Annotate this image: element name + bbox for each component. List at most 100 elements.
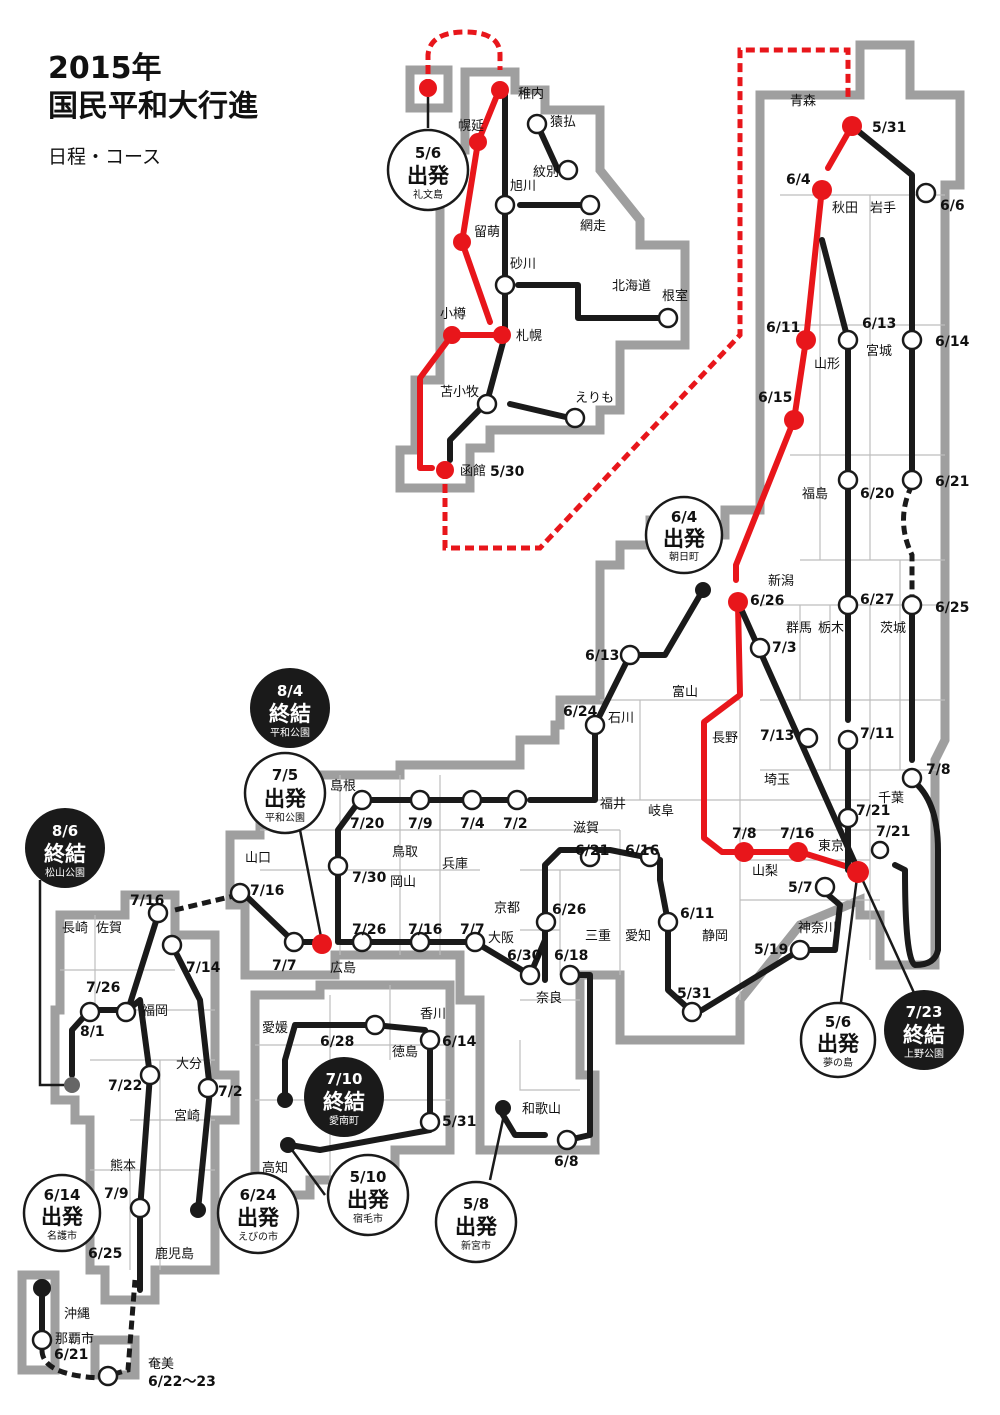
station-nagasaki: [79, 1001, 101, 1023]
station-akita: [812, 180, 832, 200]
label-amami: 奄美: [148, 1357, 174, 1372]
station-yamanashi2: [788, 842, 808, 862]
station-hyogo: [461, 789, 483, 811]
station-ainan: [277, 1092, 293, 1108]
date-hiroshima: 7/26: [352, 922, 386, 938]
route-tohoku-black1: [849, 123, 915, 483]
date-tokyo: 7/21: [856, 803, 890, 819]
station-osaka: [519, 964, 541, 986]
station-gunma: [749, 637, 771, 659]
station-tomakomai: [476, 393, 498, 415]
route-aichi-mie: [542, 847, 693, 1013]
label-fukui: 福井: [600, 797, 626, 812]
circle-nago: 6/14 出発 名護市: [22, 1173, 102, 1253]
station-iwate: [915, 182, 937, 204]
label-okinawa: 沖縄: [64, 1307, 90, 1322]
date-shizuoka: 5/19: [754, 942, 788, 958]
svg-text:出発: 出発: [817, 1032, 860, 1056]
label-kagoshima: 鹿児島: [155, 1246, 194, 1262]
date-yamagata: 6/11: [766, 320, 800, 336]
label-abashiri: 網走: [580, 219, 606, 234]
date-saitama: 7/13: [760, 728, 794, 744]
station-mie: [657, 911, 679, 933]
label-sunagawa: 砂川: [510, 257, 536, 272]
date-gifu: 6/16: [625, 843, 659, 859]
land-kyushu: [50, 890, 240, 1305]
station-chiba: [870, 840, 890, 860]
station-yamagata2: [784, 410, 804, 430]
date-miyazaki: 7/2: [218, 1084, 243, 1100]
date-iwate5: 7/8: [926, 762, 951, 778]
station-sarufutsu: [526, 113, 548, 135]
circle-heiwa-start: 7/5 出発 平和公園: [243, 751, 327, 835]
station-hiroshima3: [464, 931, 486, 953]
label-shimane: 島根: [330, 779, 356, 794]
label-gifu: 岐阜: [648, 803, 674, 819]
label-toyama: 富山: [672, 684, 698, 700]
label-asahikawa: 旭川: [510, 179, 536, 194]
station-fukushima: [837, 469, 859, 491]
circle-ainan: 7/10 終結 愛南町: [304, 1057, 384, 1137]
label-erimo: えりも: [575, 391, 614, 406]
station-kanagawa: [814, 876, 836, 898]
station-saitama: [797, 727, 819, 749]
date-toyama: 6/13: [585, 648, 619, 664]
station-iwate3: [901, 469, 923, 491]
label-aomori: 青森: [790, 94, 816, 109]
station-nago: [33, 1279, 51, 1297]
svg-text:出発: 出発: [41, 1205, 84, 1229]
label-yamanashi: 山梨: [752, 864, 778, 879]
label-ibaraki: 茨城: [880, 621, 906, 636]
date-fukui: 7/2: [503, 816, 528, 832]
label-tochigi: 栃木: [818, 621, 844, 636]
label-tokushima: 徳島: [392, 1045, 418, 1060]
station-asahikawa: [494, 194, 516, 216]
route-kyushu-east: [169, 942, 213, 1213]
station-toyama: [619, 644, 641, 666]
place-labels: 稚内 幌延 猿払 紋別 旭川 網走 留萌 砂川 北海道 根室 小樽 札幌 苫小牧…: [55, 86, 906, 1372]
station-hakodate: [436, 461, 454, 479]
svg-text:名護市: 名護市: [47, 1229, 77, 1242]
svg-text:終結: 終結: [269, 702, 311, 726]
date-iwate4: 6/25: [935, 600, 969, 616]
station-hiroshima2: [409, 931, 431, 953]
date-shikoku-kg: 6/28: [320, 1034, 354, 1050]
station-sukumo: [280, 1137, 296, 1153]
label-chiba: 千葉: [878, 791, 904, 806]
date-shikoku-ko: 5/31: [442, 1114, 476, 1130]
station-fukuoka: [115, 1001, 137, 1023]
svg-text:出発: 出発: [663, 527, 706, 551]
date-kagoshima: 7/9: [104, 1186, 129, 1202]
circle-ueno: 7/23 終結 上野公園: [884, 990, 964, 1070]
station-matsuyama: [64, 1077, 80, 1093]
station-yamanashi: [734, 842, 754, 862]
label-kyoto: 京都: [494, 901, 520, 916]
date-oita: 7/14: [186, 960, 221, 976]
date-niigata: 6/26: [750, 593, 784, 609]
station-naha: [31, 1329, 53, 1351]
date-okinawa: 6/21: [54, 1347, 88, 1363]
date-kanagawa: 5/7: [788, 880, 813, 896]
date-fukushima: 6/20: [860, 486, 895, 502]
svg-text:7/5: 7/5: [272, 766, 298, 784]
station-sunagawa: [494, 274, 516, 296]
station-tottori: [409, 789, 431, 811]
date-chiba: 7/21: [876, 824, 910, 840]
svg-text:夢の島: 夢の島: [823, 1056, 853, 1069]
station-nara: [559, 964, 581, 986]
label-iwate: 岩手: [870, 201, 896, 216]
station-shingu: [495, 1100, 511, 1116]
label-nara: 奈良: [536, 990, 562, 1006]
svg-text:出発: 出発: [347, 1188, 390, 1212]
route-shikoku: [282, 1022, 433, 1153]
station-monbetsu: [557, 159, 579, 181]
svg-text:愛南町: 愛南町: [329, 1114, 359, 1127]
circle-yumenoshima: 5/6 出発 夢の島: [799, 1001, 877, 1079]
label-nagasaki: 長崎: [62, 921, 88, 936]
label-kumamoto: 熊本: [110, 1158, 136, 1174]
svg-text:新宮市: 新宮市: [461, 1239, 491, 1252]
route-ueno-thin: [856, 869, 917, 996]
date-osaka: 6/30: [507, 948, 542, 964]
svg-text:松山公園: 松山公園: [45, 866, 85, 879]
